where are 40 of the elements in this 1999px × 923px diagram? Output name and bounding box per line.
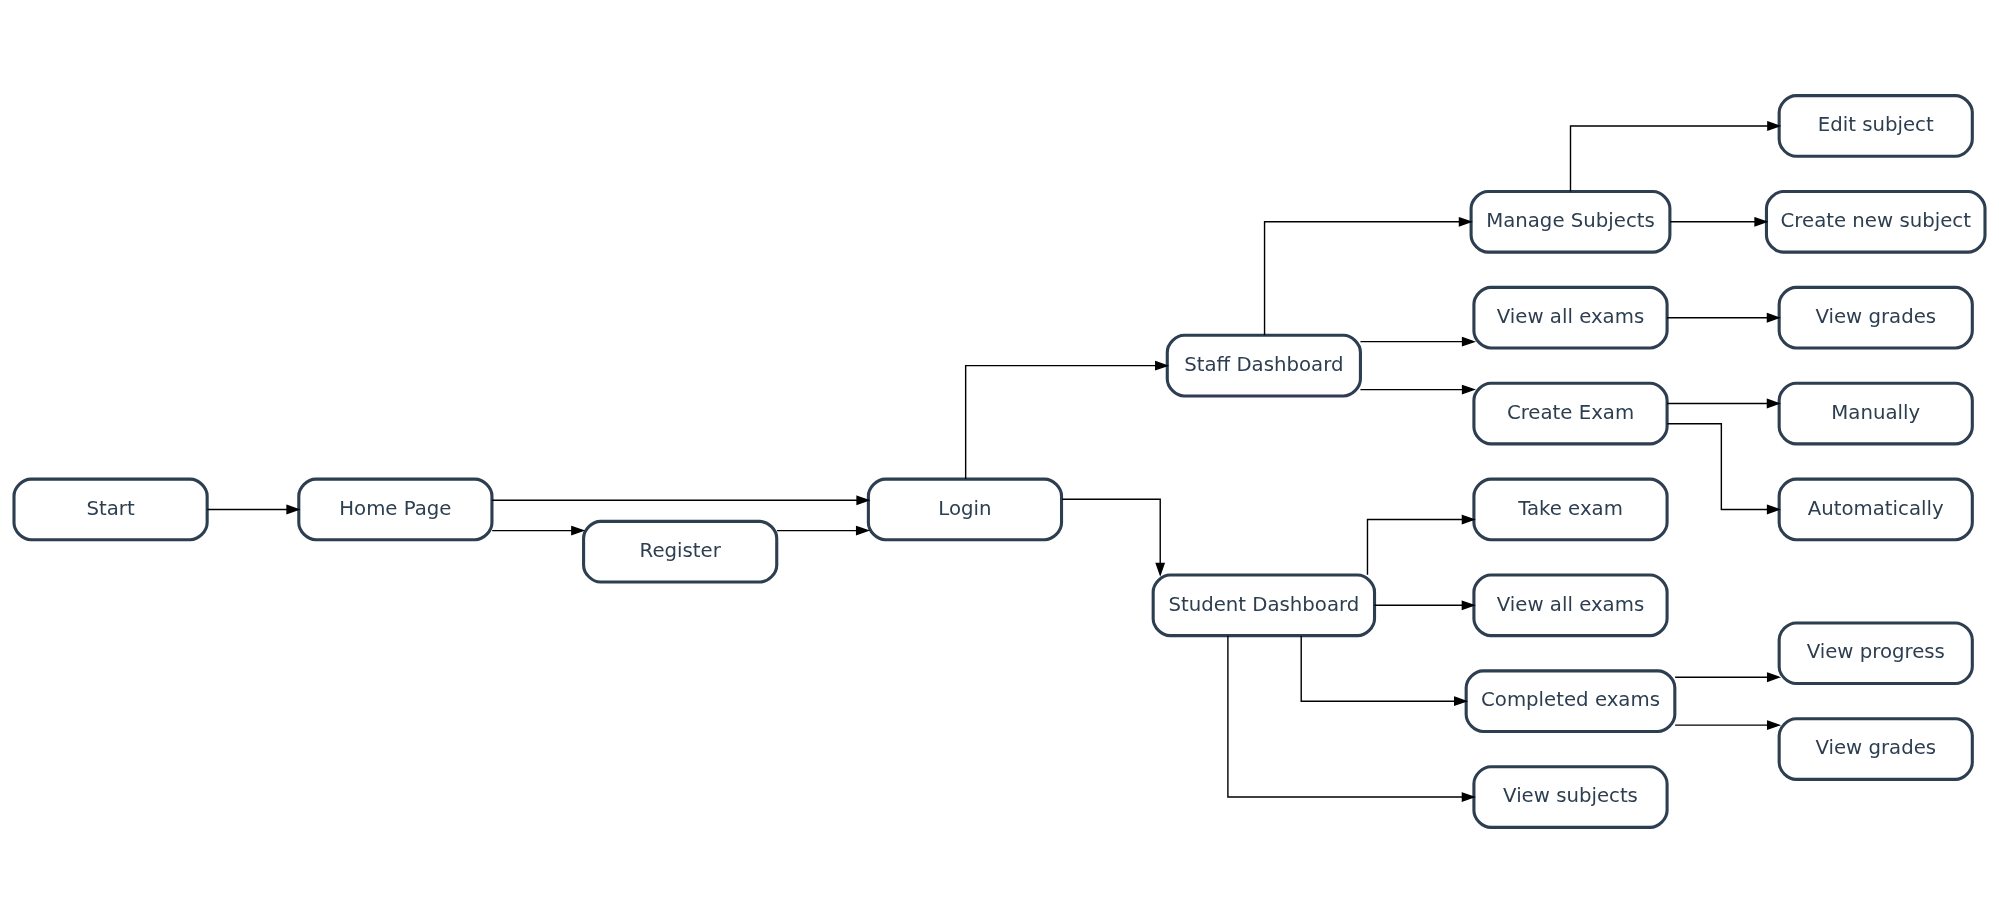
node-box: Completed exams <box>1464 669 1677 734</box>
node-box: Automatically <box>1777 477 1974 542</box>
node-box: Edit subject <box>1777 94 1974 158</box>
node-box: Manage Subjects <box>1469 189 1672 254</box>
node-box: Create new subject <box>1764 189 1987 254</box>
arrow <box>1227 635 1476 802</box>
arrow <box>1666 312 1781 323</box>
node-box: Start <box>12 477 209 542</box>
arrow <box>964 360 1170 480</box>
arrow <box>1061 498 1166 577</box>
arrow <box>1569 121 1782 193</box>
node-box: View subjects <box>1472 765 1669 829</box>
arrow <box>491 525 586 536</box>
node-box: View all exams <box>1472 573 1669 638</box>
arrow <box>1669 216 1769 227</box>
node-box: Manually <box>1777 381 1974 446</box>
node-box: Staff Dashboard <box>1165 333 1362 398</box>
node-box: View all exams <box>1472 285 1669 350</box>
node-box: Home Page <box>297 477 494 542</box>
arrow <box>1359 384 1476 395</box>
arrow <box>1666 422 1781 515</box>
arrow <box>1674 720 1782 731</box>
arrow <box>1674 672 1782 683</box>
node-box: Create Exam <box>1472 381 1669 446</box>
arrow <box>1666 398 1781 409</box>
node-box: View grades <box>1777 285 1974 350</box>
arrow <box>776 525 871 536</box>
arrow <box>1359 336 1476 347</box>
arrow <box>1300 634 1469 707</box>
arrow <box>1373 600 1476 611</box>
node-box: Login <box>866 477 1064 542</box>
arrow <box>1366 514 1476 576</box>
node-box: Take exam <box>1472 477 1669 542</box>
arrow <box>491 495 871 506</box>
arrow <box>1263 216 1473 336</box>
node-box: Student Dashboard <box>1151 573 1377 638</box>
node-box: View progress <box>1777 621 1974 686</box>
node-box: View grades <box>1777 717 1974 781</box>
arrow <box>206 504 301 515</box>
node-box: Register <box>582 519 779 584</box>
